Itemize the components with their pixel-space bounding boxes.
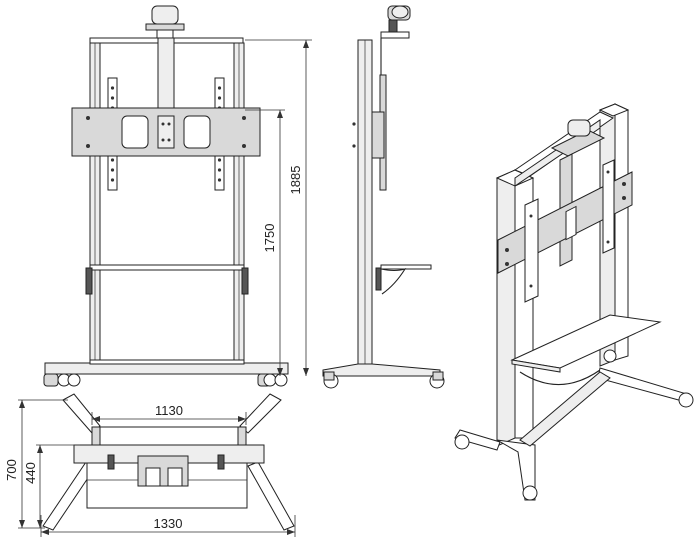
caster-icon	[43, 373, 288, 387]
isometric-view	[454, 103, 694, 501]
width-dimensions: 1130 1330 700 440	[4, 399, 296, 537]
dim-depth-inner: 440	[23, 462, 38, 484]
side-view	[322, 5, 445, 389]
front-view	[43, 5, 289, 387]
dim-front-width: 1130	[155, 403, 183, 418]
camera-icon	[387, 5, 411, 33]
dim-height-total: 1885	[288, 166, 303, 195]
dim-base-width: 1330	[154, 516, 183, 531]
caster-icon	[323, 371, 445, 389]
height-dimensions: 1750 1885	[245, 39, 312, 376]
top-view	[42, 393, 295, 531]
caster-icon	[454, 349, 694, 501]
camera-icon	[550, 119, 606, 157]
dim-depth-total: 700	[4, 459, 19, 481]
dim-height-mount: 1750	[262, 224, 277, 253]
camera-icon	[145, 5, 185, 39]
